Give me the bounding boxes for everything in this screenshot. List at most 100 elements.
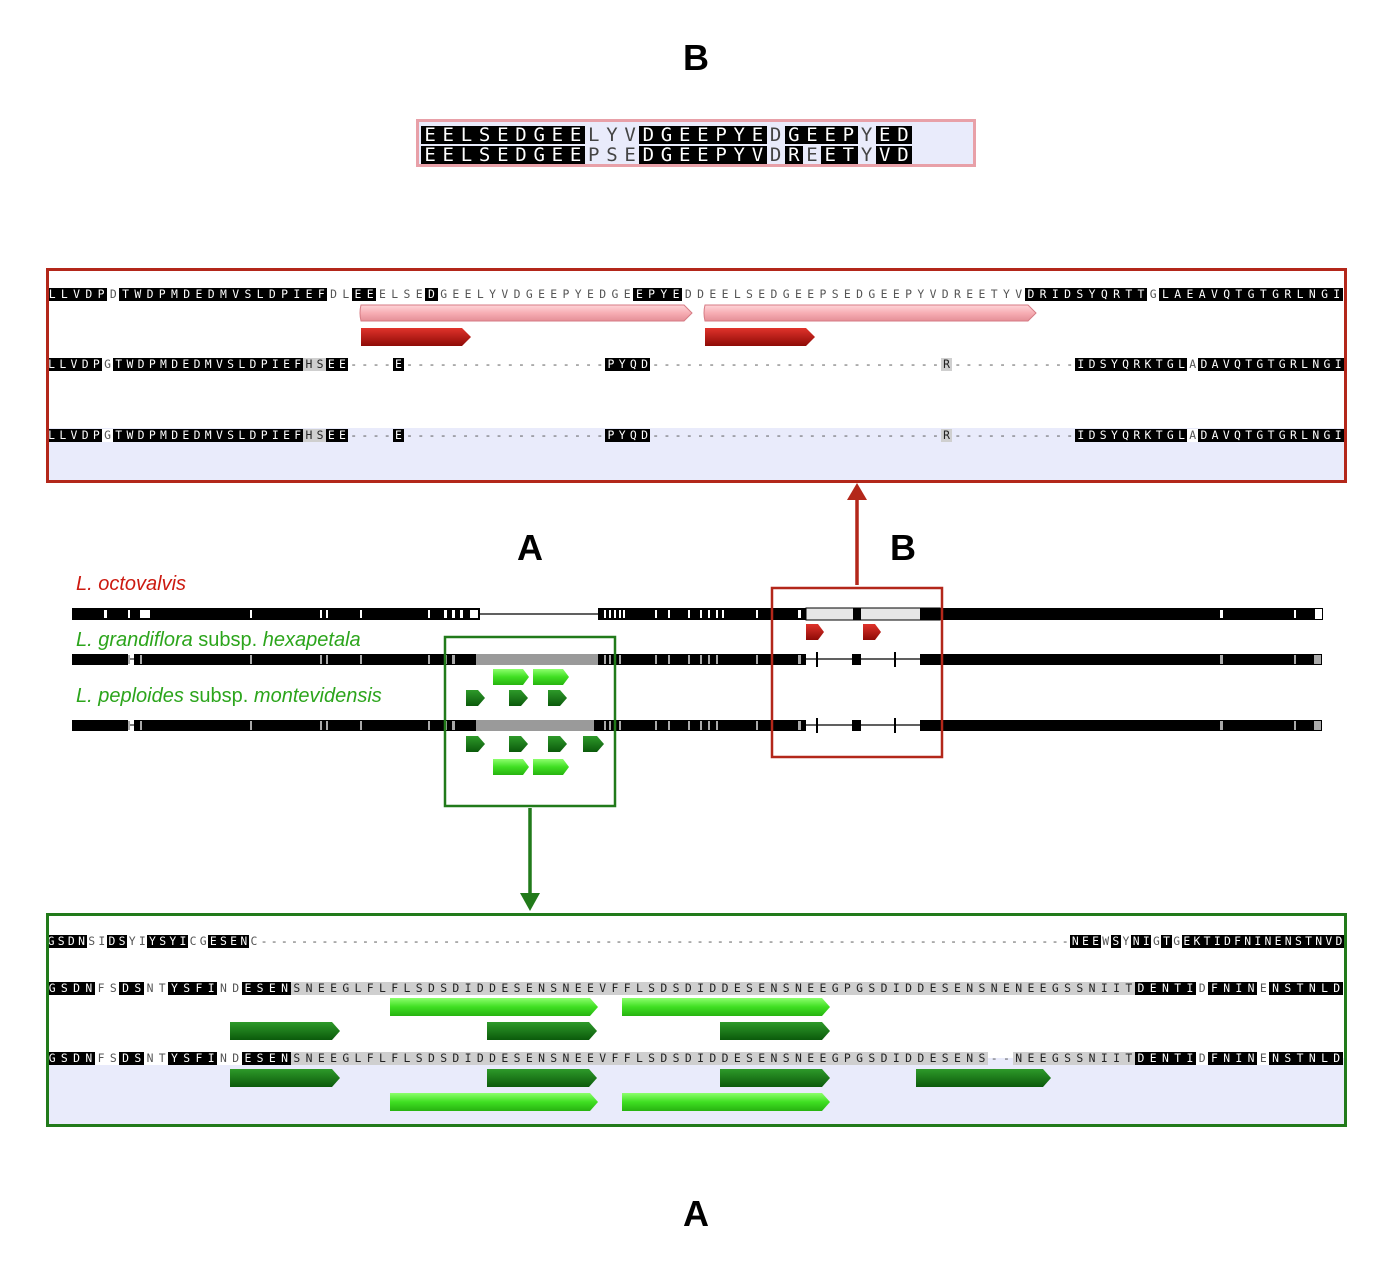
residue: S [865,982,878,995]
residue: - [876,428,883,442]
residue: T [1243,429,1255,442]
residue: - [1051,934,1059,948]
residue: - [1041,934,1049,948]
dgreen-feature-2 [487,1022,597,1040]
residue: - [674,428,682,442]
residue: R [1131,358,1143,371]
residue: R [1131,429,1143,442]
residue: E [877,288,891,301]
residue: I [1183,982,1197,995]
residue: N [792,982,805,995]
residue: L [388,288,401,301]
residue: - [950,934,958,948]
residue: - [573,428,581,442]
residue: I [1332,358,1344,371]
residue: F [608,982,622,995]
residue: Y [616,358,628,371]
residue: N [1310,358,1322,371]
residue: W [1100,934,1111,948]
residue: V [875,146,894,164]
residue: E [1181,934,1192,948]
residue: E [802,126,822,144]
residue: - [858,934,866,948]
residue: D [191,358,203,371]
residue: Q [1220,288,1233,301]
residue: E [325,429,337,442]
residue: - [853,357,861,371]
residue: D [425,1052,438,1065]
residue: - [495,357,503,371]
residue: V [1323,934,1334,948]
residue: - [372,428,380,442]
residue: D [119,982,132,995]
residue: T [1232,288,1245,301]
residue: - [554,934,562,948]
residue: N [1070,934,1081,948]
residue: - [1002,1051,1010,1065]
residue: D [718,1052,732,1065]
residue: S [180,1052,193,1065]
residue: T [1171,982,1184,995]
residue: G [46,982,59,995]
residue: D [706,1052,719,1065]
residue: S [107,982,120,995]
residue: S [290,982,303,995]
residue: P [588,146,600,164]
residue: - [954,428,962,442]
residue: N [143,982,157,995]
residue: - [1010,428,1018,442]
residue: - [697,357,704,371]
residue: R [941,358,953,371]
residue: K [1191,934,1203,948]
residue: D [79,429,91,442]
residue: F [94,982,108,995]
residue: - [1032,428,1040,442]
residue: D [135,429,147,442]
residue: D [769,146,782,164]
residue: Q [1231,358,1244,371]
residue: I [1232,982,1245,995]
residue: G [853,982,866,995]
residue: Y [486,288,499,301]
dgreen-feature-4 [230,1069,340,1087]
residue: - [428,428,436,442]
residue: V [1012,288,1025,301]
residue: N [82,982,95,995]
residue: S [1110,934,1121,948]
residue: D [511,126,531,144]
residue: - [351,934,359,948]
residue: - [361,428,369,442]
residue: P [146,429,158,442]
residue: S [1293,934,1304,948]
residue: - [574,934,582,948]
residue: S [669,982,683,995]
residue: M [202,429,214,442]
residue: - [402,934,410,948]
residue: I [1332,429,1344,442]
residue: - [514,934,521,948]
residue: N [1159,982,1172,995]
residue: N [143,1052,157,1065]
residue: F [1208,1052,1221,1065]
residue: I [1075,429,1087,442]
residue: L [57,358,69,371]
residue: - [697,428,704,442]
residue: P [902,288,915,301]
residue: N [1244,1052,1258,1065]
residue: N [535,1052,548,1065]
residue: T [1171,1052,1184,1065]
residue: E [336,429,349,442]
residue: G [1318,288,1331,301]
residue: G [853,1052,866,1065]
residue: E [1024,1052,1037,1065]
residue: P [712,126,731,144]
residue: S [131,1052,144,1065]
residue: V [68,358,80,371]
residue: G [657,146,676,164]
residue: - [737,934,745,948]
residue: N [1283,934,1294,948]
residue: T [156,982,169,995]
residue: T [1153,358,1165,371]
residue: E [731,982,744,995]
residue: V [1220,429,1232,442]
